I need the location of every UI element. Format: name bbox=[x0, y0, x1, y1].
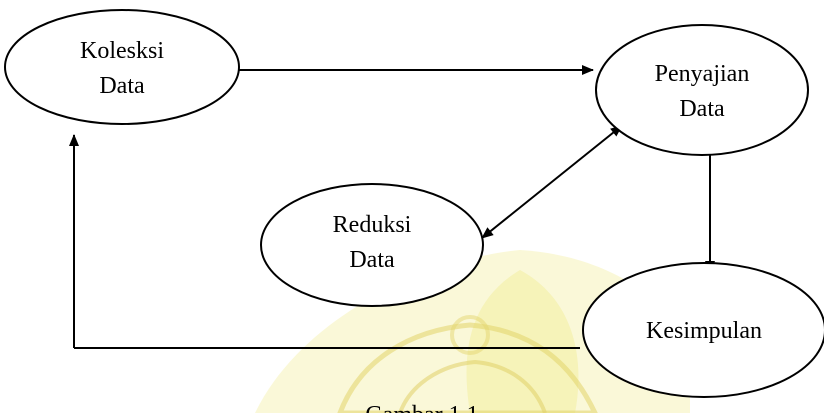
figure-caption: Gambar 1.1 bbox=[365, 402, 478, 413]
node-koleksi-data: Kolesksi Data bbox=[4, 9, 240, 125]
arrow-penyajian-reduksi-bidirectional bbox=[481, 125, 623, 239]
node-penyajian-label-line2: Data bbox=[679, 96, 725, 122]
watermark-emblem bbox=[255, 250, 690, 413]
node-kesimpulan-ellipse bbox=[582, 262, 824, 398]
node-reduksi-data: Reduksi Data bbox=[260, 183, 484, 307]
node-reduksi-label-line1: Reduksi bbox=[333, 212, 412, 238]
node-reduksi-ellipse bbox=[260, 183, 484, 307]
node-penyajian-data: Penyajian Data bbox=[595, 24, 809, 156]
node-koleksi-label-line1: Kolesksi bbox=[80, 38, 164, 64]
node-kesimpulan: Kesimpulan bbox=[582, 262, 824, 398]
node-koleksi-ellipse bbox=[4, 9, 240, 125]
node-kesimpulan-label: Kesimpulan bbox=[646, 318, 762, 344]
node-reduksi-label-line2: Data bbox=[349, 247, 395, 273]
node-penyajian-label-line1: Penyajian bbox=[655, 61, 750, 87]
node-penyajian-ellipse bbox=[595, 24, 809, 156]
node-koleksi-label-line2: Data bbox=[99, 73, 145, 99]
